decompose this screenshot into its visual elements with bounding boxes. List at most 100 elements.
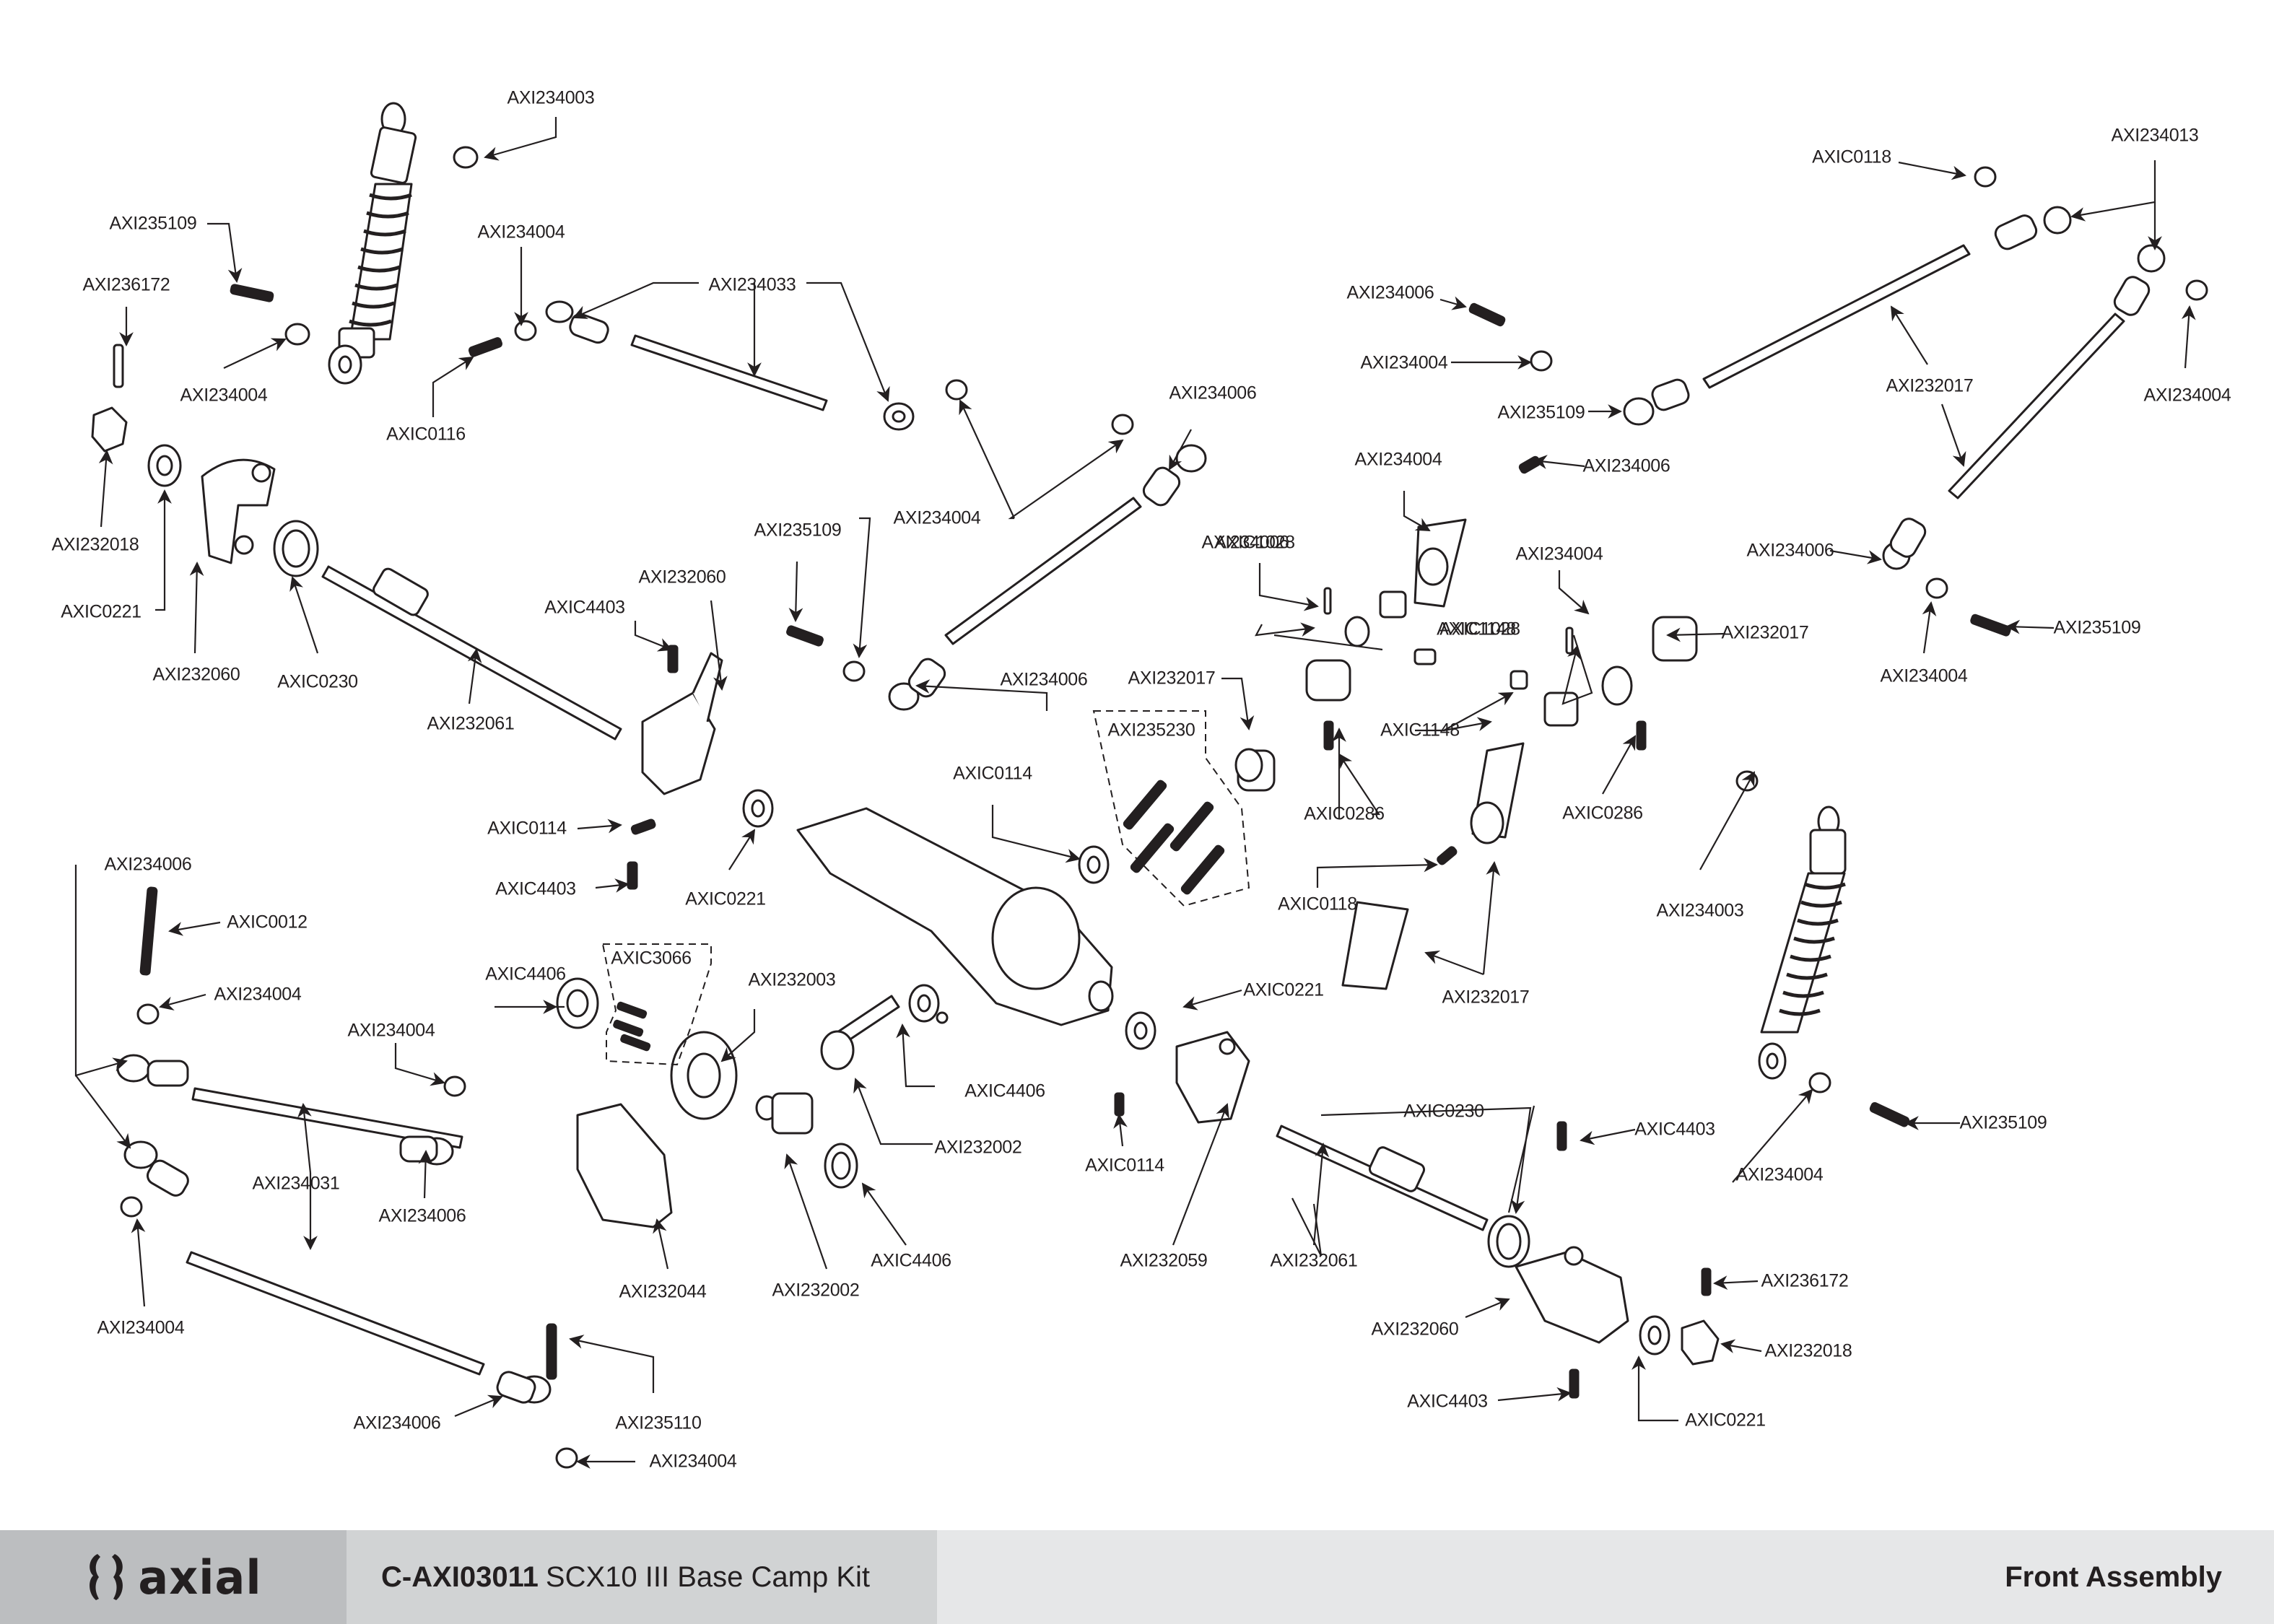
callout-label[interactable]: AXIC0114 — [953, 763, 1032, 784]
callout-label[interactable]: AXI232018 — [51, 534, 139, 555]
callout-label[interactable]: AXI232002 — [772, 1280, 860, 1301]
callout-label[interactable]: AXIC4406 — [485, 964, 566, 985]
diff-cover — [576, 1103, 673, 1228]
c-hub-left — [201, 458, 276, 564]
callout-label[interactable]: AXIC0221 — [61, 601, 141, 622]
callout-label[interactable]: AXI235109 — [109, 213, 197, 234]
callout-label[interactable]: AXIC3066 — [611, 948, 692, 969]
upper-link-right-b — [1948, 313, 2125, 499]
callout-label[interactable]: AXI232061 — [1270, 1250, 1358, 1271]
callout-label[interactable]: AXIC0116 — [386, 424, 466, 445]
callout-label[interactable]: AXIC0230 — [277, 671, 358, 692]
callout-label[interactable]: AXI236172 — [82, 274, 170, 295]
callout-label[interactable]: AXIC1148 — [1380, 720, 1460, 741]
axic3066-group-outline — [601, 943, 712, 1066]
callout-label[interactable]: AXI232003 — [748, 969, 836, 990]
callout-label[interactable]: AXIC0118 — [1278, 894, 1357, 914]
callout-label[interactable]: AXIC4403 — [1634, 1119, 1715, 1140]
callout-label[interactable]: AXI232017 — [1721, 622, 1809, 643]
exploded-parts-diagram: AXI234003 AXI235109 AXI236172 AXI234004 … — [51, 87, 2231, 1472]
callout-label[interactable]: AXI232017 — [1128, 668, 1216, 689]
callout-label[interactable]: AXIC0286 — [1304, 803, 1385, 824]
callout-label[interactable]: AXI234004 — [347, 1020, 435, 1041]
callout-label[interactable]: AXIC0114 — [487, 818, 567, 839]
diagram-artwork — [74, 102, 2208, 1469]
callout-label[interactable]: AXI235109 — [1497, 402, 1585, 423]
group-outlines — [601, 710, 1250, 1066]
callout-label[interactable]: AXIC0286 — [1562, 803, 1643, 824]
callout-label[interactable]: AXIC0118 — [1812, 147, 1891, 167]
callout-label[interactable]: AXI234004 — [477, 222, 565, 243]
callout-label[interactable]: AXI234013 — [2111, 125, 2199, 146]
callout-label[interactable]: AXI234004 — [2143, 385, 2231, 406]
callout-label[interactable]: AXI234004 — [1880, 665, 1968, 686]
callout-label[interactable]: AXIC4406 — [964, 1081, 1045, 1101]
callout-label[interactable]: AXI235109 — [754, 520, 842, 541]
callout-label[interactable]: AXIC4403 — [544, 597, 625, 618]
callout-label[interactable]: AXI232044 — [619, 1281, 707, 1302]
callout-label[interactable]: AXIC4403 — [495, 878, 576, 899]
callout-label[interactable]: AXI232060 — [1371, 1319, 1459, 1340]
callout-label[interactable]: AXIC0221 — [685, 889, 766, 909]
callout-label[interactable]: AXI234004 — [1354, 449, 1442, 470]
callout-label[interactable]: AXI234006 — [1746, 540, 1834, 561]
callout-label[interactable]: AXI235109 — [1959, 1112, 2047, 1133]
lower-link-left-b — [186, 1251, 485, 1376]
pinion-gear — [820, 995, 900, 1070]
callout-label[interactable]: AXIC4403 — [1407, 1391, 1488, 1412]
callout-label[interactable]: AXI234004 — [97, 1317, 185, 1338]
callout-label[interactable]: AXI234004 — [893, 507, 981, 528]
callout-label[interactable]: AXI232018 — [1764, 1340, 1852, 1361]
callout-label[interactable]: AXI234006 — [1000, 669, 1088, 690]
callout-label[interactable]: AXI234031 — [252, 1173, 340, 1194]
callout-label[interactable]: AXIC1028 — [1214, 532, 1295, 553]
callout-label[interactable]: AXI235110 — [615, 1413, 702, 1433]
callout-label[interactable]: AXI234006 — [1582, 455, 1670, 476]
callout-label[interactable]: AXIC1028 — [1439, 619, 1520, 639]
callout-label[interactable]: AXI232017 — [1886, 375, 1974, 396]
callout-label[interactable]: AXI234006 — [1201, 532, 1289, 553]
callout-label[interactable]: AXIC4406 — [871, 1250, 951, 1271]
misc-small-parts — [91, 406, 1720, 1366]
ring-gear — [670, 1031, 738, 1120]
callout-label[interactable]: AXIC1148 — [1437, 619, 1516, 639]
kit-name: SCX10 III Base Camp Kit — [545, 1560, 871, 1593]
leader-lines — [74, 117, 2196, 1469]
callout-label[interactable]: AXI234006 — [1169, 383, 1257, 403]
callout-label[interactable]: AXI234033 — [708, 274, 796, 295]
callout-label[interactable]: AXI235109 — [2053, 617, 2141, 638]
callout-label[interactable]: AXI234003 — [1656, 900, 1744, 921]
callout-label[interactable]: AXIC0221 — [1685, 1410, 1766, 1431]
callout-label[interactable]: AXI234004 — [180, 385, 268, 406]
upper-link-right-a — [1702, 244, 1971, 389]
callout-label[interactable]: AXI234003 — [507, 87, 595, 108]
callout-label[interactable]: AXI232060 — [152, 664, 240, 685]
callout-label[interactable]: AXI234004 — [1735, 1164, 1824, 1185]
callout-label[interactable]: AXI232002 — [934, 1137, 1022, 1158]
callout-label[interactable]: AXI235230 — [1107, 720, 1195, 741]
axi235230-group-outline — [1092, 710, 1250, 907]
callout-label[interactable]: AXI236172 — [1761, 1270, 1849, 1291]
callout-label[interactable]: AXI232061 — [427, 713, 515, 734]
rod-ends — [116, 206, 2166, 1404]
callout-label[interactable]: AXI232060 — [638, 567, 726, 588]
callout-label[interactable]: AXI234004 — [1515, 543, 1603, 564]
callout-label[interactable]: AXI234004 — [649, 1451, 737, 1472]
callout-label[interactable]: AXI234004 — [214, 984, 302, 1005]
axle-shaft-right — [1276, 1125, 1489, 1231]
callout-label[interactable]: AXI234006 — [378, 1205, 466, 1226]
axial-logo-mark-icon — [90, 1554, 123, 1600]
callout-label[interactable]: AXI234006 — [104, 854, 192, 875]
callout-label[interactable]: AXI234004 — [1360, 352, 1448, 373]
callout-label[interactable]: AXI232017 — [1442, 987, 1530, 1008]
callout-label[interactable]: AXIC0012 — [227, 912, 308, 933]
brand-logo: axial — [0, 1530, 347, 1624]
screws — [113, 284, 2011, 1399]
callout-label[interactable]: AXI234006 — [1346, 282, 1434, 303]
callout-label[interactable]: AXI232059 — [1120, 1250, 1208, 1271]
callout-label[interactable]: AXIC0230 — [1403, 1101, 1484, 1122]
callout-label[interactable]: AXIC0114 — [1085, 1155, 1164, 1176]
callout-label[interactable]: AXI234006 — [353, 1413, 441, 1433]
callout-label[interactable]: AXIC0221 — [1243, 979, 1324, 1000]
shock-absorber-left — [328, 102, 417, 385]
